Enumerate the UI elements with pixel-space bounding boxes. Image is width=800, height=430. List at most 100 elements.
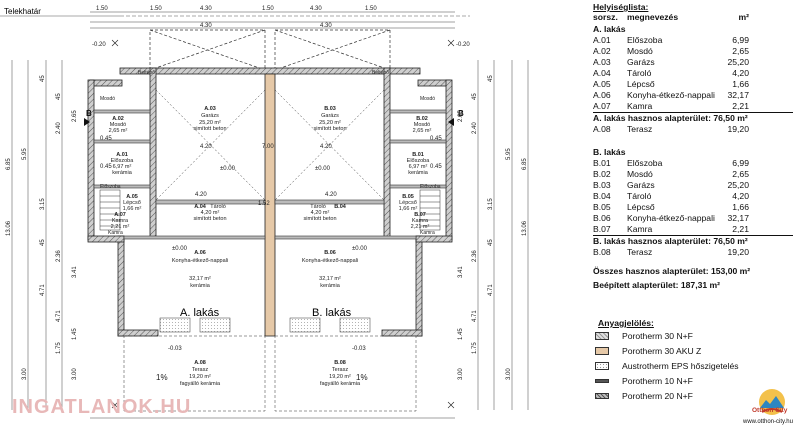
svg-text:4.20: 4.20 (200, 144, 212, 150)
svg-text:3.00: 3.00 (22, 368, 28, 380)
svg-text:1.52: 1.52 (258, 201, 270, 207)
svg-text:simított beton: simított beton (193, 126, 226, 132)
otthon-city-logo-icon (759, 389, 785, 415)
hatched-swatch-icon (595, 332, 609, 340)
svg-text:-0.03: -0.03 (168, 346, 182, 352)
svg-text:2,65 m²: 2,65 m² (413, 128, 432, 134)
top-dimension-lines (90, 11, 455, 29)
unit-a-heading: A. lakás (593, 24, 626, 34)
svg-text:0.45: 0.45 (430, 136, 442, 142)
svg-text:±0.00: ±0.00 (172, 246, 188, 252)
svg-text:6,97 m²: 6,97 m² (409, 164, 428, 170)
svg-text:1.50: 1.50 (365, 6, 377, 12)
svg-text:45: 45 (472, 93, 478, 100)
svg-text:4,20 m²: 4,20 m² (311, 210, 330, 216)
svg-text:kerámia: kerámia (112, 170, 133, 176)
svg-text:kerámia: kerámia (408, 170, 429, 176)
room-b03: B.03 Garázs 25,20 m² simított beton (313, 106, 346, 132)
svg-text:A.08: A.08 (194, 360, 206, 366)
svg-text:Konyha-étkező-nappali: Konyha-étkező-nappali (302, 258, 358, 264)
svg-text:32,17 m²: 32,17 m² (189, 276, 211, 282)
svg-text:4.20: 4.20 (195, 192, 207, 198)
terrace-area (123, 317, 417, 412)
svg-text:1.75: 1.75 (56, 342, 62, 354)
svg-text:2.40: 2.40 (472, 122, 478, 134)
svg-text:2,21 m²: 2,21 m² (411, 224, 430, 230)
svg-text:A.04: A.04 (194, 204, 207, 210)
svg-text:7.00: 7.00 (262, 144, 274, 150)
col-name: megnevezés (627, 12, 679, 22)
svg-text:4.30: 4.30 (310, 6, 322, 12)
svg-text:±0.00: ±0.00 (315, 166, 331, 172)
right-dimension-labels: 6.85 5.95 3.15 2.36 3.41 4.71 4.71 3.00 … (458, 75, 528, 380)
legend-item-label: Porotherm 30 N+F (622, 331, 693, 341)
svg-text:4.71: 4.71 (56, 310, 62, 322)
svg-text:Mosdó: Mosdó (414, 122, 431, 128)
legend-heading: Anyagjelölés: (598, 318, 654, 328)
svg-text:A.06: A.06 (194, 250, 206, 256)
svg-text:B.08: B.08 (334, 360, 346, 366)
svg-text:6.85: 6.85 (6, 158, 12, 170)
level-labels: ±0.00 ±0.00 -0.20 -0.20 -0.03 -0.03 ±0.0… (92, 42, 470, 352)
svg-text:4.30: 4.30 (200, 23, 212, 29)
legend-item-label: Austrotherm EPS hőszigetelés (622, 361, 739, 371)
svg-text:2.40: 2.40 (56, 122, 62, 134)
thin-line-swatch-icon (595, 379, 609, 383)
svg-text:Konyha-étkező-nappali: Konyha-étkező-nappali (172, 258, 228, 264)
svg-text:1.50: 1.50 (150, 6, 162, 12)
section-arrows (84, 118, 454, 126)
floor-plan: Telekhatár 1.50 1.50 4.30 1.50 4.30 1.50… (0, 6, 529, 419)
logo-name: Otthon City (752, 407, 788, 414)
unit-b-subtotal: B. lakás hasznos alapterület: 76,50 m² (593, 236, 748, 246)
svg-text:B.04: B.04 (334, 204, 347, 210)
svg-text:fagyálló kerámia: fagyálló kerámia (320, 381, 361, 387)
svg-text:B.03: B.03 (324, 106, 336, 112)
room-b01: B.01 Előszoba 6,97 m² kerámia (407, 152, 431, 176)
svg-text:25,20 m²: 25,20 m² (319, 120, 341, 126)
solid-swatch-icon (595, 347, 609, 355)
svg-text:2.36: 2.36 (472, 250, 478, 262)
svg-text:Előszoba: Előszoba (111, 158, 135, 164)
svg-text:45: 45 (56, 93, 62, 100)
svg-text:3.15: 3.15 (488, 198, 494, 210)
svg-text:3.00: 3.00 (72, 368, 78, 380)
svg-text:-0.20: -0.20 (92, 42, 106, 48)
small-labels: Beltépő Beltépő Előszoba Előszoba Kamra … (100, 70, 441, 236)
total-useful-area: Összes hasznos alapterület: 153,00 m² (593, 266, 751, 276)
inner-walls (93, 109, 447, 240)
svg-text:Beltépő: Beltépő (372, 70, 389, 76)
svg-text:4.71: 4.71 (488, 284, 494, 296)
thick-line-swatch-icon (595, 393, 609, 399)
schedule-heading: Helyiséglista: (593, 2, 649, 12)
svg-text:Mosdó: Mosdó (420, 96, 435, 102)
svg-text:1.75: 1.75 (472, 342, 478, 354)
svg-text:2.65: 2.65 (72, 110, 78, 122)
svg-text:simított beton: simított beton (303, 216, 336, 222)
svg-text:1.45: 1.45 (72, 328, 78, 340)
svg-text:5.95: 5.95 (22, 148, 28, 160)
svg-text:Garázs: Garázs (321, 113, 339, 119)
room-a05: A.05 Lépcső 1,66 m² (123, 194, 142, 212)
top-dimension-labels: 1.50 1.50 4.30 1.50 4.30 1.50 4.30 4.30 (96, 6, 377, 29)
plot-boundary-label: Telekhatár (4, 7, 41, 16)
logo-url: www.otthon-city.hu (743, 419, 793, 425)
svg-text:45: 45 (40, 239, 46, 246)
svg-text:±0.00: ±0.00 (220, 166, 236, 172)
svg-text:Kamra: Kamra (420, 230, 435, 236)
mid-dimension-labels: 4.20 4.20 7.00 4.20 4.20 1.52 0.45 0.45 … (100, 136, 442, 207)
svg-text:B.07: B.07 (414, 212, 426, 218)
svg-text:1%: 1% (156, 373, 168, 382)
svg-text:3.00: 3.00 (506, 368, 512, 380)
svg-text:Kamra: Kamra (112, 218, 129, 224)
room-a02: A.02 Mosdó 2,65 m² (109, 116, 128, 134)
grid-markers (111, 39, 455, 409)
